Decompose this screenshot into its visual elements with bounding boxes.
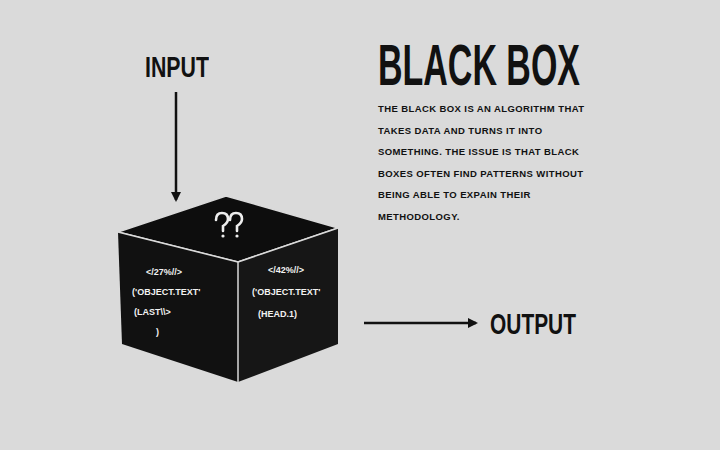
description-text: THE BLACK BOX IS AN ALGORITHM THAT TAKES… bbox=[378, 98, 596, 227]
black-box-cube: </27%//> ('OBJECT.TEXT' (LAST\\>) </42%//> (… bbox=[116, 192, 340, 384]
input-label: INPUT bbox=[145, 52, 209, 82]
input-arrow bbox=[175, 92, 178, 200]
code-text: ) bbox=[156, 328, 159, 337]
code-text: ('OBJECT.TEXT' bbox=[132, 288, 200, 297]
code-text: </27%//> bbox=[146, 268, 182, 277]
code-text: (LAST\\> bbox=[134, 308, 171, 317]
output-label: OUTPUT bbox=[490, 309, 576, 339]
diagram-title: BLACK BOX bbox=[378, 36, 580, 94]
code-text: ('OBJECT.TEXT' bbox=[252, 288, 320, 297]
output-arrow bbox=[364, 322, 476, 325]
code-text: </42%//> bbox=[268, 266, 304, 275]
code-text: (HEAD.1) bbox=[258, 310, 297, 319]
